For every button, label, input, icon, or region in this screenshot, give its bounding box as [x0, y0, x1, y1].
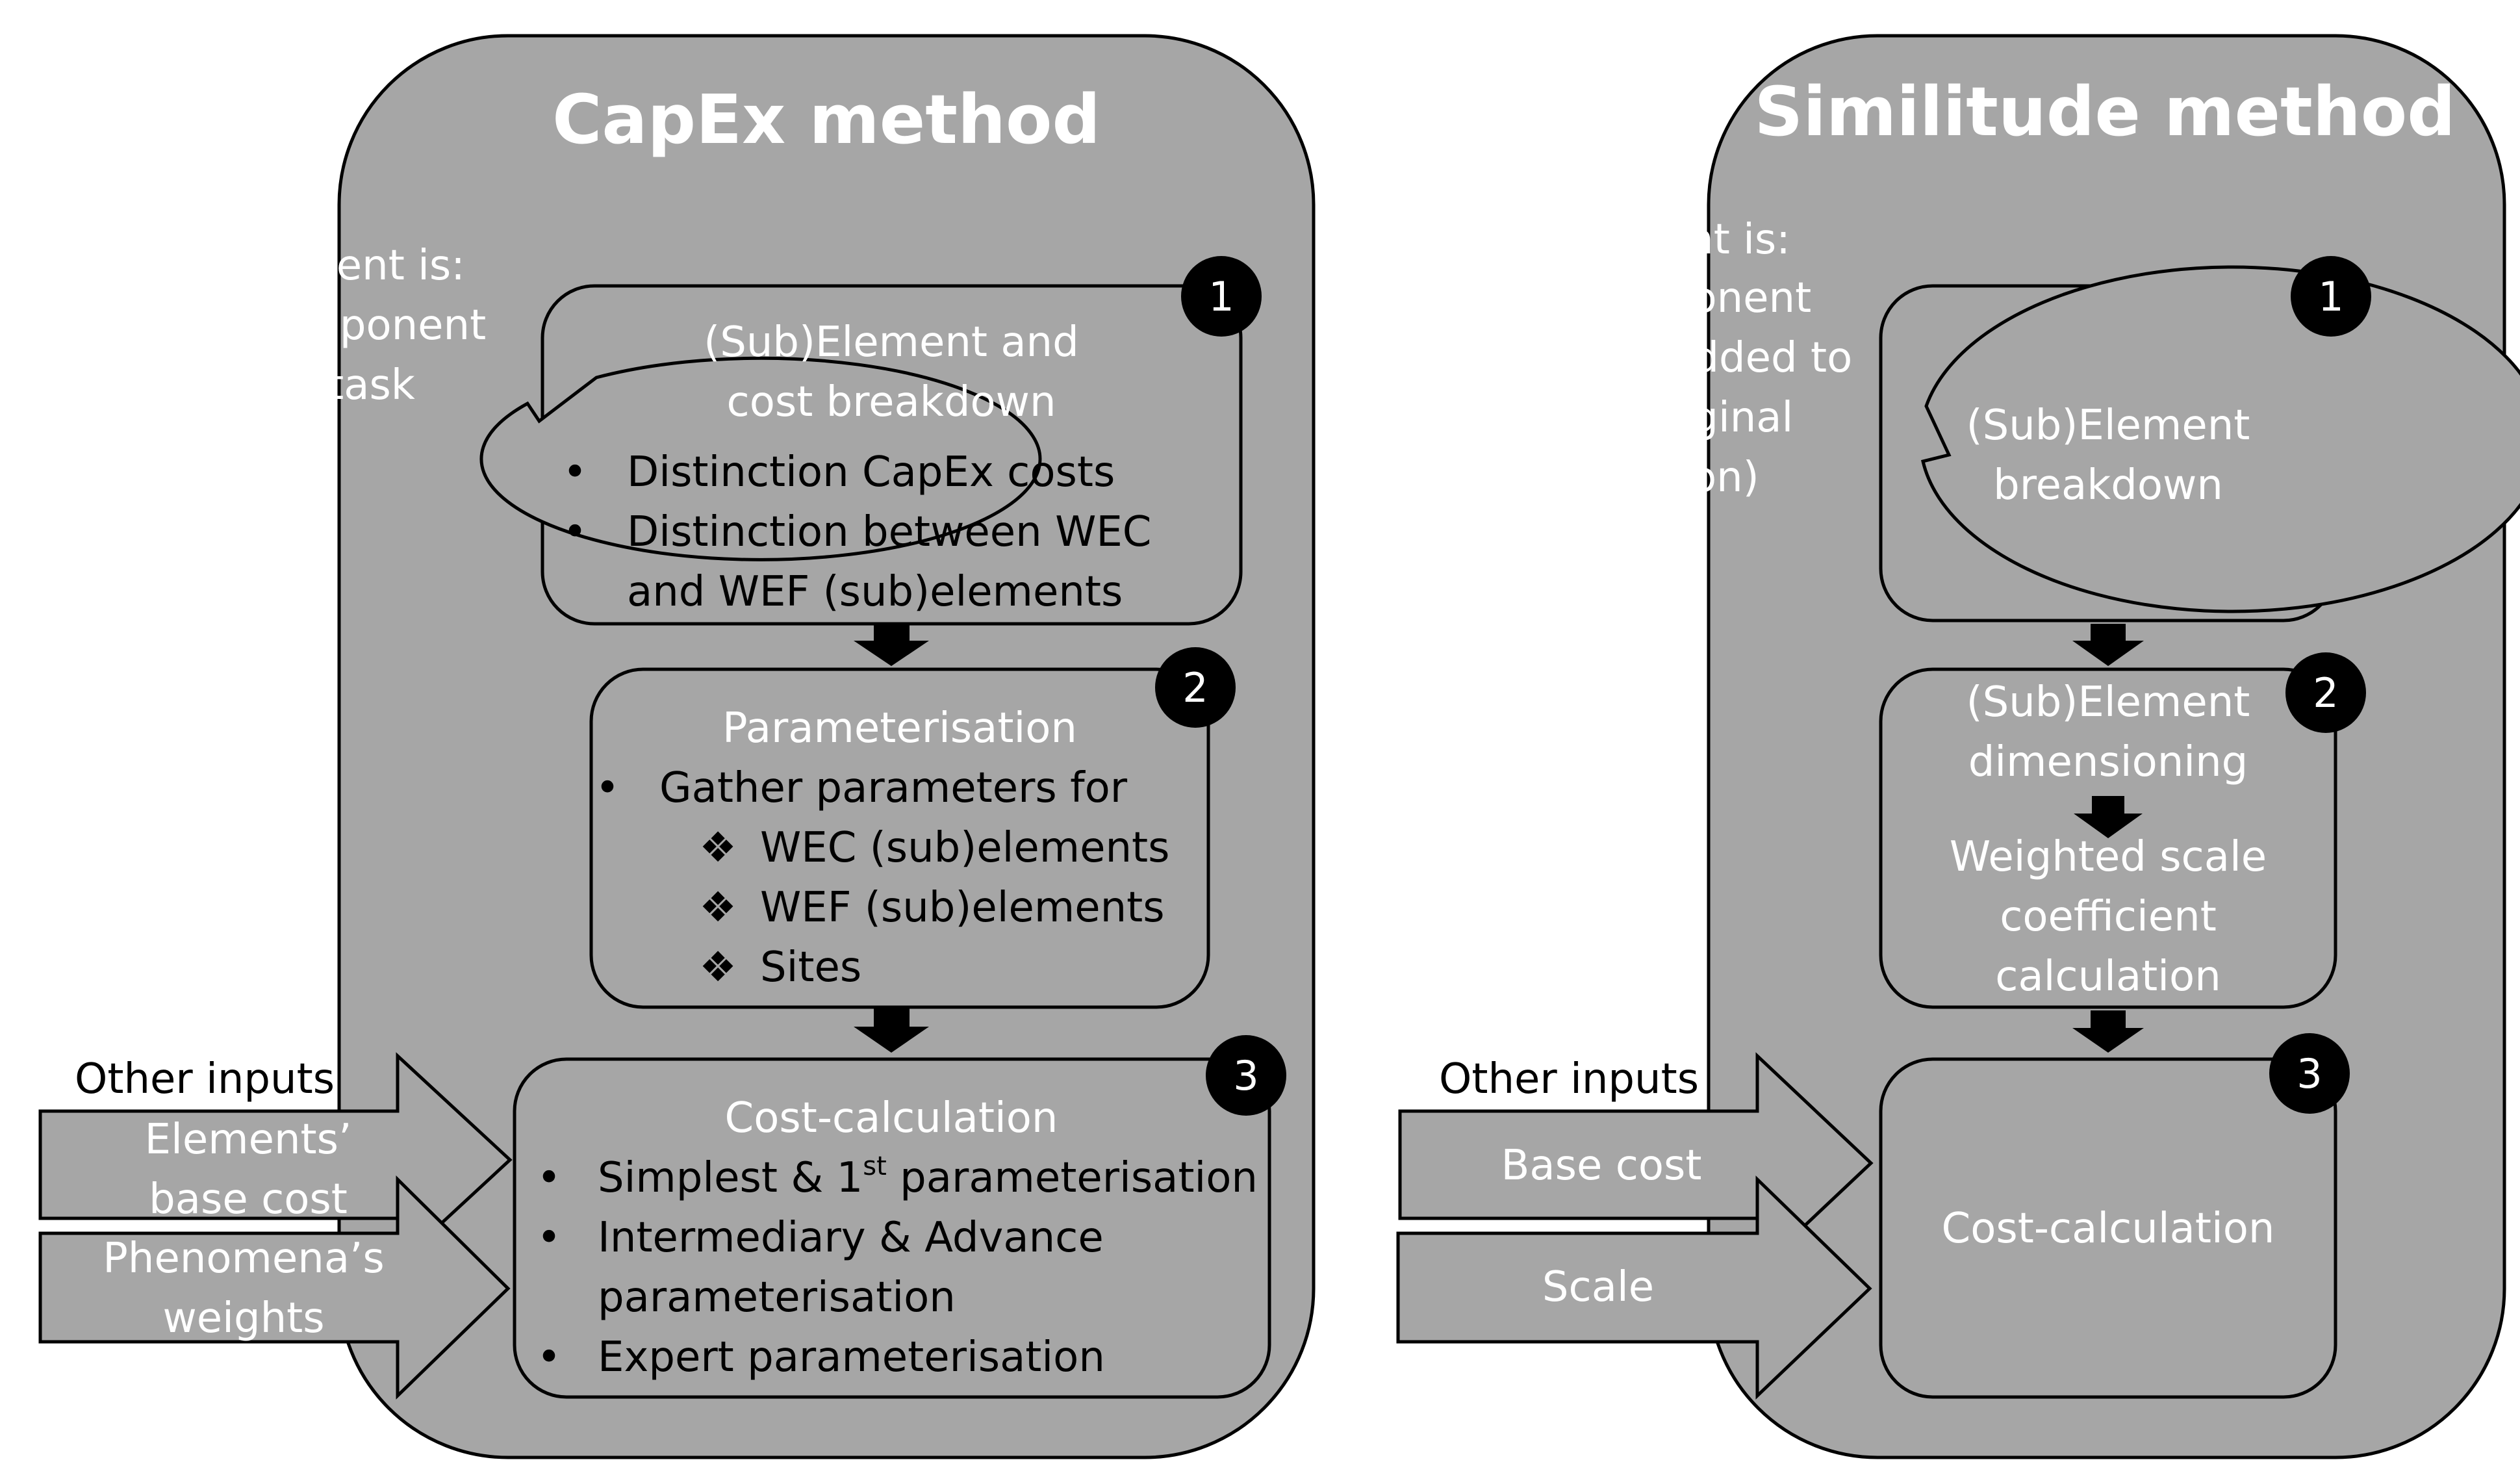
similitude-step2-badge: 2: [2285, 652, 2366, 733]
svg-text:•: •: [563, 448, 587, 496]
svg-text:and WEF (sub)elements: and WEF (sub)elements: [627, 568, 1123, 616]
svg-text:•: •: [563, 508, 587, 556]
svg-text:Simplest & 1st parameterisatio: Simplest & 1st parameterisation: [598, 1151, 1258, 1202]
svg-text:breakdown: breakdown: [1993, 461, 2223, 509]
capex-element-bubble: [479, 356, 1042, 561]
svg-text:A component: A component: [1534, 274, 1811, 322]
similitude-inner-arrow: [2074, 796, 2143, 838]
capex-input-arrow-weights: [38, 1175, 511, 1400]
svg-text:3: 3: [2297, 1050, 2322, 1097]
similitude-step1-text: (Sub)Element breakdown: [1966, 402, 2250, 509]
similitude-input-arrow-scale: [1396, 1175, 1872, 1400]
svg-text:Expert parameterisation: Expert parameterisation: [598, 1333, 1105, 1381]
capex-method-panel: CapEx method An element is: • A componen…: [38, 34, 1316, 1459]
svg-text:An element is:: An element is:: [1490, 216, 1790, 264]
capex-step3-box: [513, 1057, 1271, 1399]
similitude-step2-text: (Sub)Element dimensioning Weighted scale…: [1950, 678, 2267, 1001]
svg-text:•: •: [595, 764, 620, 812]
svg-text:base cost: base cost: [149, 1175, 348, 1224]
svg-text:parameterisation: parameterisation: [598, 1274, 956, 1322]
similitude-step1-badge: 1: [2291, 256, 2371, 337]
similitude-element-bubble: [1920, 265, 2520, 613]
capex-step2-box: [589, 667, 1210, 1009]
svg-text:dimensioning: dimensioning: [1968, 738, 2248, 786]
svg-text:1: 1: [1208, 273, 1234, 320]
svg-text:Gather parameters for: Gather parameters for: [659, 764, 1128, 812]
capex-step2-text: Parameterisation • Gather parameters for…: [595, 704, 1169, 992]
capex-other-inputs-label: Other inputs: [75, 1055, 335, 1103]
similitude-other-inputs-label: Other inputs: [1439, 1055, 1699, 1103]
capex-title: CapEx method: [552, 80, 1101, 159]
svg-text:the original: the original: [1557, 394, 1794, 442]
similitude-step3-box: [1879, 1057, 2337, 1399]
svg-text:version): version): [1590, 454, 1759, 502]
svg-text:calculation: calculation: [1995, 953, 2221, 1001]
similitude-title: Similitude method: [1754, 72, 2455, 151]
capex-input-labels: Elements’ base cost Phenomena’s weights: [103, 1116, 384, 1342]
svg-text:Parameterisation: Parameterisation: [722, 704, 1077, 752]
svg-text:❖: ❖: [699, 943, 736, 992]
capex-input-arrow-base-cost: [38, 1052, 513, 1268]
similitude-step3-badge: 3: [2269, 1033, 2350, 1114]
capex-arrow-2-3: [854, 1008, 929, 1053]
capex-step3-text: Cost-calculation • Simplest & 1st parame…: [537, 1094, 1258, 1381]
svg-text:weights: weights: [162, 1294, 324, 1342]
capex-bubble-text: An element is: • A component • A task: [144, 242, 486, 409]
similitude-step3-label: Cost-calculation: [1942, 1205, 2275, 1253]
svg-text:A component: A component: [209, 301, 486, 350]
svg-text:2: 2: [1182, 664, 1208, 712]
similitude-input-scale-label: Scale: [1542, 1263, 1654, 1311]
svg-text:coefficient: coefficient: [2000, 893, 2217, 941]
svg-text:Cost-calculation: Cost-calculation: [725, 1094, 1058, 1142]
svg-text:•: •: [537, 1333, 561, 1381]
svg-text:3: 3: [1233, 1052, 1258, 1099]
svg-text:cost breakdown: cost breakdown: [727, 378, 1056, 426]
svg-text:A task: A task: [286, 361, 415, 409]
svg-text:WEC (sub)elements: WEC (sub)elements: [760, 824, 1169, 872]
svg-text:•: •: [223, 361, 248, 409]
svg-text:WEF (sub)elements: WEF (sub)elements: [760, 884, 1165, 932]
svg-text:Phenomena’s: Phenomena’s: [103, 1235, 384, 1283]
svg-text:❖: ❖: [699, 824, 736, 872]
similitude-input-arrow-base-cost: [1398, 1052, 1874, 1274]
svg-text:Intermediary & Advance: Intermediary & Advance: [598, 1214, 1104, 1262]
svg-text:(Sub)Element and: (Sub)Element and: [704, 318, 1078, 366]
similitude-method-panel: Similitude method An element is: • A com…: [1396, 34, 2520, 1459]
svg-text:2: 2: [2313, 669, 2338, 717]
svg-text:•: •: [537, 1154, 561, 1202]
svg-text:•: •: [1471, 274, 1495, 322]
svg-text:•: •: [1444, 334, 1469, 382]
svg-text:1: 1: [2318, 273, 2343, 320]
capex-arrow-1-2: [854, 625, 929, 666]
similitude-input-base-cost-label: Base cost: [1501, 1142, 1702, 1190]
svg-text:Distinction between WEC: Distinction between WEC: [627, 508, 1151, 556]
svg-text:•: •: [537, 1214, 561, 1262]
svg-text:Weighted scale: Weighted scale: [1950, 833, 2267, 881]
svg-text:Elements’: Elements’: [145, 1116, 352, 1164]
similitude-bubble-text: An element is: • A component • A task (a…: [1444, 216, 1852, 502]
svg-text:A task (added to: A task (added to: [1508, 334, 1852, 382]
capex-step1-badge: 1: [1181, 256, 1262, 337]
svg-text:(Sub)Element: (Sub)Element: [1966, 402, 2250, 450]
similitude-arrow-1-2: [2072, 624, 2144, 666]
svg-text:Distinction CapEx costs: Distinction CapEx costs: [627, 448, 1115, 496]
svg-text:❖: ❖: [699, 884, 736, 932]
capex-step2-badge: 2: [1155, 647, 1236, 728]
svg-text:An element is:: An element is:: [165, 242, 465, 290]
svg-text:•: •: [144, 301, 168, 350]
similitude-arrow-2-3: [2072, 1010, 2144, 1053]
svg-text:(Sub)Element: (Sub)Element: [1966, 678, 2250, 726]
svg-text:Sites: Sites: [760, 943, 861, 992]
capex-step3-badge: 3: [1206, 1035, 1286, 1116]
capex-step1-text: (Sub)Element and cost breakdown • Distin…: [563, 318, 1151, 616]
